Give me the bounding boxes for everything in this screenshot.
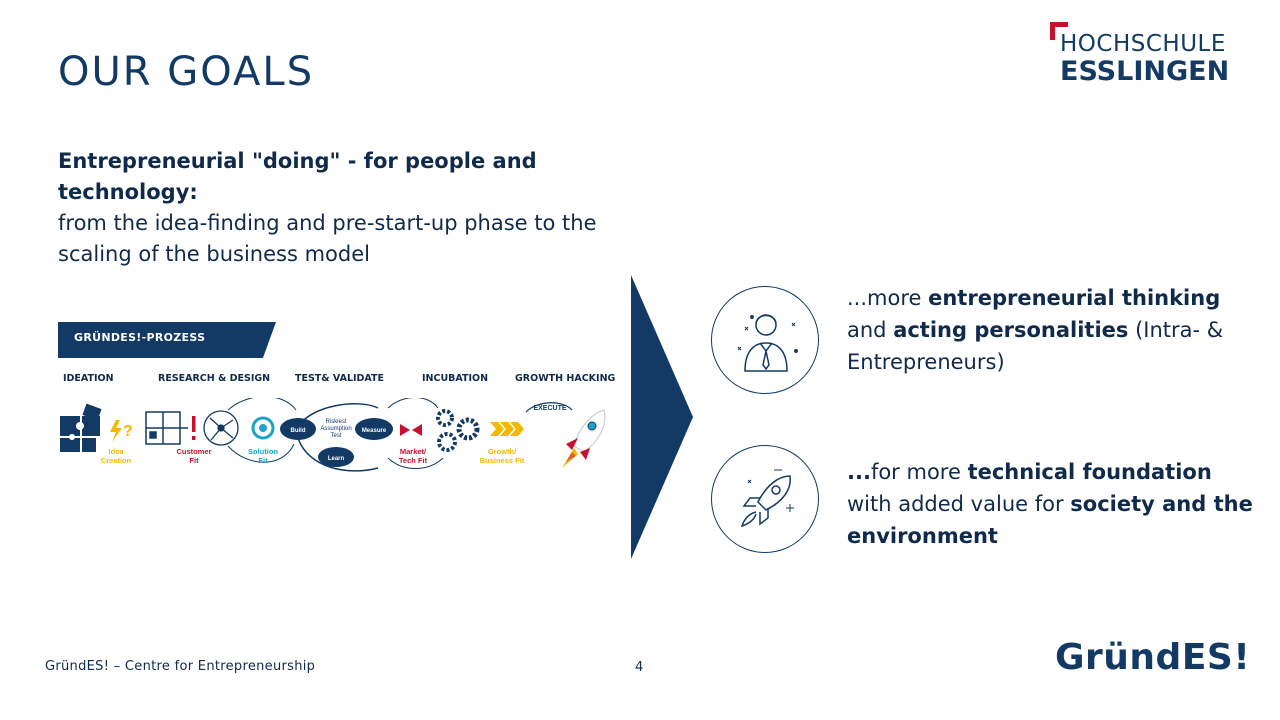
phase-ideation: IDEATION bbox=[63, 373, 114, 384]
learn-node bbox=[318, 447, 354, 467]
process-flow-graphic: ? Idea Creation Customer Fit Solut bbox=[60, 398, 606, 472]
goal-2-bold-1: technical foundation bbox=[967, 460, 1212, 484]
phase-incubation: INCUBATION bbox=[422, 373, 489, 384]
step-learn: Learn bbox=[328, 456, 345, 462]
intro-body: from the idea-finding and pre-start-up p… bbox=[58, 211, 597, 266]
build-node bbox=[280, 418, 316, 440]
goal-1-mid: and bbox=[847, 318, 894, 342]
canvas-board-icon bbox=[145, 411, 188, 445]
step-build: Build bbox=[291, 428, 306, 434]
step-riskiest-3: Test bbox=[330, 433, 341, 439]
goal-2-text-2: with added value for bbox=[847, 492, 1071, 516]
market-arrows-icon bbox=[400, 424, 422, 436]
step-customer-fit-1: Customer bbox=[176, 447, 211, 456]
step-riskiest-2: Assumption bbox=[320, 426, 351, 432]
step-growth-fit-1: Growth/ bbox=[488, 447, 517, 456]
goal-technical-foundation: ...for more technical foundation with ad… bbox=[847, 456, 1257, 552]
gears-icon bbox=[436, 409, 480, 452]
step-execute: EXECUTE bbox=[533, 405, 566, 412]
page-title: OUR GOALS bbox=[58, 49, 315, 95]
logo-line-1: HOCHSCHULE bbox=[1060, 31, 1226, 57]
divider-arrow-icon bbox=[631, 275, 693, 559]
network-hub-icon bbox=[203, 410, 239, 446]
intro-lead-line-1: Entrepreneurial "doing" - for people and bbox=[58, 149, 537, 173]
goal-2-bold-2: society and the environment bbox=[847, 492, 1253, 548]
step-idea-creation-2: Creation bbox=[101, 456, 132, 465]
person-icon bbox=[737, 314, 798, 372]
logo-line-2: ESSLINGEN bbox=[1060, 56, 1230, 87]
step-customer-fit-2: Fit bbox=[189, 456, 199, 465]
goal-1-bold-1: entrepreneurial thinking bbox=[928, 286, 1221, 310]
step-market-fit-2: Tech Fit bbox=[399, 456, 428, 465]
goal-1-prefix: ...more bbox=[847, 286, 929, 310]
step-market-fit-1: Market/ bbox=[400, 447, 427, 456]
step-solution-fit-1: Solution bbox=[248, 447, 278, 456]
intro-lead-line-2: technology: bbox=[58, 180, 198, 204]
rocket-icon-circle bbox=[711, 445, 819, 553]
target-icon bbox=[251, 416, 275, 440]
goal-1-bold-2: acting personalities bbox=[893, 318, 1129, 342]
process-banner: GRÜNDES!-PROZESS bbox=[58, 322, 276, 358]
svg-text:?: ? bbox=[123, 423, 133, 440]
phase-test-validate: TEST& VALIDATE bbox=[295, 373, 385, 384]
step-growth-fit-2: Business Fit bbox=[480, 456, 525, 465]
step-idea-creation-1: Idea bbox=[108, 447, 124, 456]
step-solution-fit-2: Fit bbox=[258, 456, 268, 465]
phase-growth-hacking: GROWTH HACKING bbox=[515, 373, 616, 384]
process-banner-label: GRÜNDES!-PROZESS bbox=[74, 331, 206, 344]
goal-2-ellipsis: ... bbox=[847, 460, 871, 484]
hochschule-esslingen-logo: HOCHSCHULE ESSLINGEN bbox=[1050, 22, 1240, 88]
growth-chevrons-icon bbox=[490, 422, 524, 436]
idea-question-icon: ? bbox=[110, 420, 133, 442]
person-icon-circle bbox=[711, 286, 819, 394]
puzzle-icon bbox=[60, 403, 102, 452]
grundes-logo: GründES! bbox=[1055, 637, 1251, 678]
customer-exclamation-icon bbox=[192, 416, 196, 440]
goal-2-text-1: for more bbox=[870, 460, 968, 484]
logo-bracket-icon bbox=[1050, 22, 1068, 40]
phase-research-design: RESEARCH & DESIGN bbox=[158, 373, 271, 384]
rocket-line-icon bbox=[740, 469, 794, 528]
process-diagram: GRÜNDES!-PROZESS IDEATION RESEARCH & DES… bbox=[58, 320, 618, 480]
step-riskiest-1: Riskiest bbox=[325, 419, 346, 425]
step-measure: Measure bbox=[362, 428, 387, 434]
intro-text: Entrepreneurial "doing" - for people and… bbox=[58, 146, 628, 270]
footer-text: GründES! – Centre for Entrepreneurship bbox=[45, 659, 316, 674]
measure-node bbox=[355, 418, 393, 440]
goal-1-suffix: (Intra- & Entrepreneurs) bbox=[847, 318, 1224, 374]
goal-entrepreneurial-thinking: ...more entrepreneurial thinking and act… bbox=[847, 282, 1257, 378]
page-number: 4 bbox=[635, 660, 644, 675]
rocket-icon bbox=[562, 409, 606, 468]
